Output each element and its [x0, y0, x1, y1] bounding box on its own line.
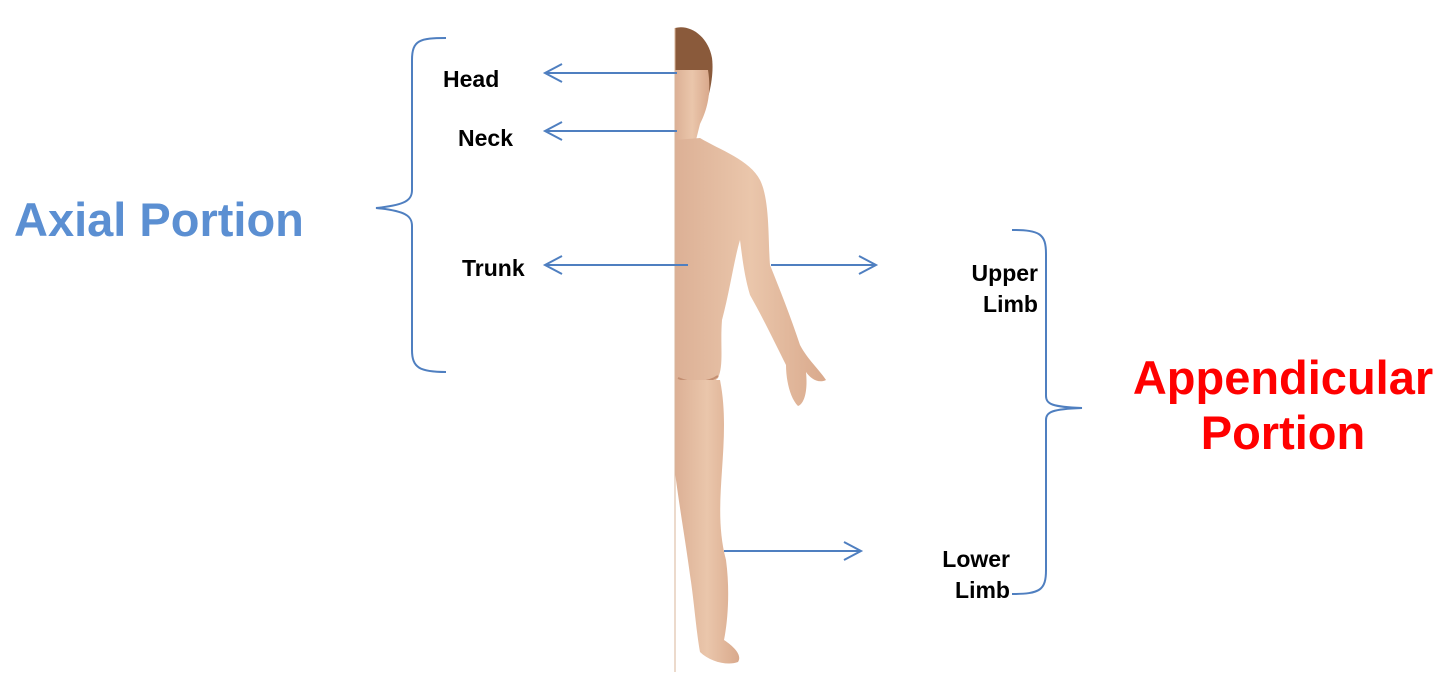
leg-shape: [675, 380, 739, 664]
label-lower-limb: Lower Limb: [900, 544, 1010, 606]
arrow-head: [545, 64, 677, 82]
label-upper-limb-line-2: Limb: [930, 289, 1038, 320]
arrow-upper-limb: [771, 256, 876, 274]
label-lower-limb-line-1: Lower: [900, 544, 1010, 575]
torso-arm-shape: [675, 138, 826, 406]
axial-bracket: [376, 38, 446, 372]
label-trunk: Trunk: [462, 253, 525, 284]
head-shape: [675, 70, 709, 142]
label-upper-limb-line-1: Upper: [930, 258, 1038, 289]
appendicular-portion-title: Appendicular Portion: [1128, 350, 1438, 461]
label-upper-limb: Upper Limb: [930, 258, 1038, 320]
axial-portion-title: Axial Portion: [14, 192, 304, 247]
label-neck: Neck: [458, 123, 513, 154]
human-body-posterior-half-icon: [675, 27, 826, 672]
arrow-neck: [545, 122, 677, 140]
label-lower-limb-line-2: Limb: [900, 575, 1010, 606]
label-head: Head: [443, 64, 499, 95]
arrow-lower-limb: [724, 542, 861, 560]
appendicular-title-line-2: Portion: [1128, 405, 1438, 460]
arrow-trunk: [545, 256, 688, 274]
appendicular-title-line-1: Appendicular: [1128, 350, 1438, 405]
